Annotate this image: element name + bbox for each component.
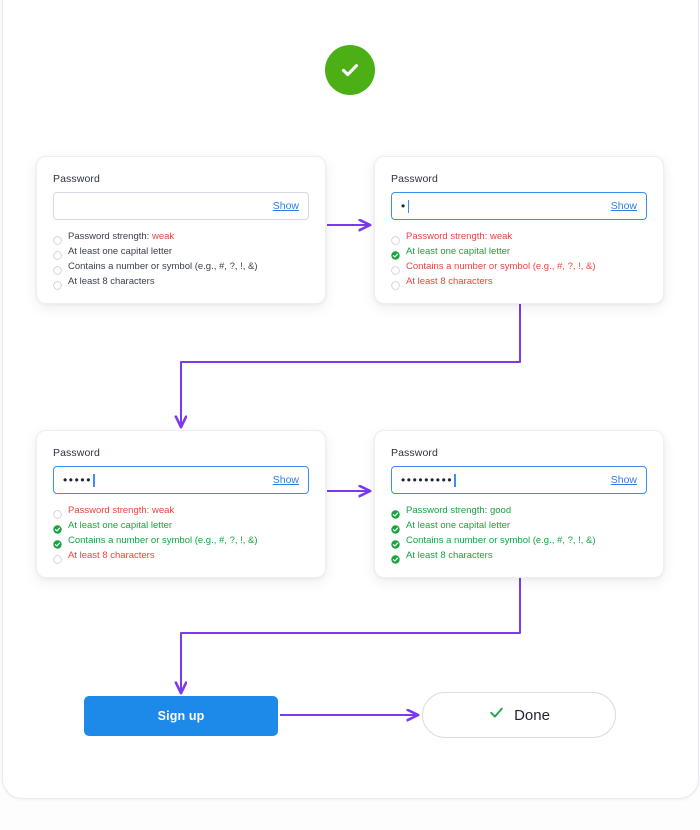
circle-outline-icon: [391, 277, 400, 290]
circle-outline-icon: [53, 506, 62, 519]
criterion-label: Password strength: weak: [68, 504, 175, 516]
password-label: Password: [391, 173, 438, 185]
criterion-label: Contains a number or symbol (e.g., #, ?,…: [406, 534, 596, 546]
circle-outline-icon: [53, 232, 62, 245]
password-strength-value: good: [489, 504, 512, 516]
criterion-label: Password strength: weak: [406, 230, 513, 242]
criterion-row: Password strength: weak: [391, 229, 647, 245]
criterion-row: At least 8 characters: [53, 548, 309, 564]
password-strength-value: weak: [151, 230, 175, 242]
criterion-row: Contains a number or symbol (e.g., #, ?,…: [53, 259, 309, 275]
circle-outline-icon: [53, 262, 62, 275]
check-circle-filled-icon: [391, 536, 400, 549]
password-strength-value: weak: [489, 230, 513, 242]
criterion-row: Contains a number or symbol (e.g., #, ?,…: [53, 533, 309, 549]
show-password-link[interactable]: Show: [610, 200, 637, 212]
password-criteria-list: Password strength: weak At least one capi…: [53, 229, 309, 290]
password-criteria-list: Password strength: weak At least one capi…: [391, 229, 647, 290]
criterion-label: At least 8 characters: [68, 549, 155, 561]
criterion-label: At least one capital letter: [406, 245, 511, 257]
criterion-label: Contains a number or symbol (e.g., #, ?,…: [68, 260, 258, 272]
criterion-label: At least one capital letter: [406, 519, 511, 531]
show-password-link[interactable]: Show: [272, 474, 299, 486]
criterion-row: At least one capital letter: [391, 518, 647, 534]
password-criteria-list: Password strength: good At least one capi…: [391, 503, 647, 564]
criterion-row: At least one capital letter: [53, 244, 309, 260]
done-button[interactable]: Done: [422, 692, 616, 738]
password-criteria-list: Password strength: weak At least one capi…: [53, 503, 309, 564]
check-icon: [488, 704, 505, 726]
text-caret: [454, 473, 456, 487]
success-badge: [325, 45, 375, 95]
circle-outline-icon: [53, 247, 62, 260]
criterion-row: Password strength: weak: [53, 503, 309, 519]
criterion-label: At least one capital letter: [68, 519, 173, 531]
criterion-label: Password strength: weak: [68, 230, 175, 242]
password-input[interactable]: ••••••••• Show: [391, 466, 647, 494]
check-circle-filled-icon: [391, 551, 400, 564]
check-circle-filled-icon: [391, 521, 400, 534]
criterion-label: Contains a number or symbol (e.g., #, ?,…: [406, 260, 596, 272]
criterion-label: At least 8 characters: [68, 275, 155, 287]
done-button-label: Done: [514, 706, 550, 724]
criterion-row: Contains a number or symbol (e.g., #, ?,…: [391, 259, 647, 275]
text-caret: [407, 199, 410, 213]
show-password-link[interactable]: Show: [610, 474, 637, 486]
password-input[interactable]: ••••• Show: [53, 466, 309, 494]
circle-outline-icon: [391, 232, 400, 245]
password-label: Password: [53, 173, 100, 185]
circle-outline-icon: [53, 551, 62, 564]
criterion-row: Password strength: good: [391, 503, 647, 519]
criterion-row: At least 8 characters: [53, 274, 309, 290]
check-circle-filled-icon: [53, 536, 62, 549]
criterion-label: At least one capital letter: [68, 245, 173, 257]
criterion-row: At least one capital letter: [53, 518, 309, 534]
password-value: •••••••••: [401, 473, 454, 487]
criterion-label: At least 8 characters: [406, 549, 493, 561]
password-value: •••••: [63, 473, 93, 487]
page-surface: [2, 0, 699, 799]
criterion-label: At least 8 characters: [406, 275, 493, 287]
check-circle-filled-icon: [391, 506, 400, 519]
circle-outline-icon: [53, 277, 62, 290]
password-input[interactable]: Show: [53, 192, 309, 220]
check-icon: [337, 57, 363, 83]
text-caret: [93, 473, 95, 487]
sign-up-button[interactable]: Sign up: [84, 696, 278, 736]
password-value: •: [401, 199, 407, 213]
check-circle-filled-icon: [391, 247, 400, 260]
criterion-label: Password strength: good: [406, 504, 512, 516]
password-label: Password: [391, 447, 438, 459]
check-circle-filled-icon: [53, 521, 62, 534]
password-label: Password: [53, 447, 100, 459]
circle-outline-icon: [391, 262, 400, 275]
criterion-row: Contains a number or symbol (e.g., #, ?,…: [391, 533, 647, 549]
criterion-row: At least 8 characters: [391, 274, 647, 290]
criterion-row: At least one capital letter: [391, 244, 647, 260]
show-password-link[interactable]: Show: [272, 200, 299, 212]
criterion-row: At least 8 characters: [391, 548, 647, 564]
password-strength-value: weak: [151, 504, 175, 516]
password-input[interactable]: • Show: [391, 192, 647, 220]
criterion-row: Password strength: weak: [53, 229, 309, 245]
criterion-label: Contains a number or symbol (e.g., #, ?,…: [68, 534, 258, 546]
